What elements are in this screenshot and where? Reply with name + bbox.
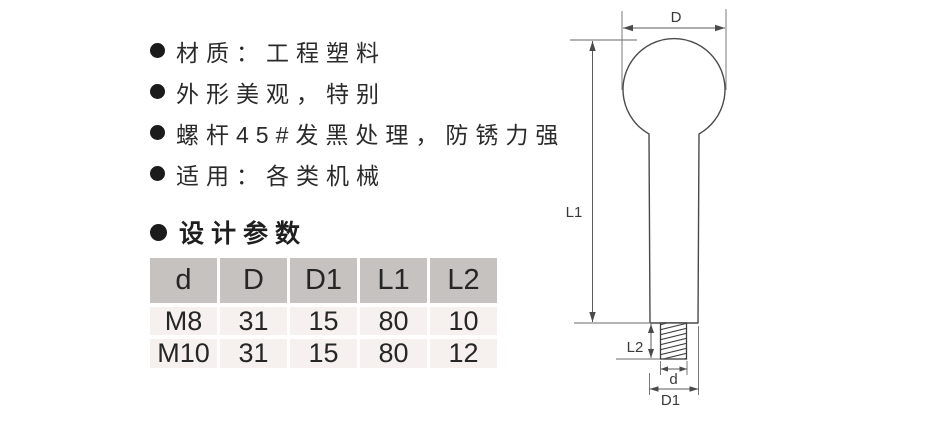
- dimension-L1: L1: [566, 39, 649, 324]
- dimension-L2: L2: [616, 324, 660, 360]
- feature-text: 适用：各类机械: [176, 162, 386, 189]
- table-cell: 10: [430, 306, 497, 336]
- dimension-label-L2: L2: [627, 339, 644, 356]
- bullet-icon: [150, 125, 165, 140]
- table-header-cell: D1: [290, 258, 357, 303]
- table-cell: 31: [220, 306, 287, 336]
- table-cell: M10: [150, 338, 217, 368]
- table-cell: 80: [360, 306, 427, 336]
- feature-item: 适用：各类机械: [150, 153, 565, 194]
- feature-item: 材质：工程塑料: [150, 30, 565, 71]
- table-cell: 31: [220, 338, 287, 368]
- table-cell: 12: [430, 338, 497, 368]
- table-header-cell: d: [150, 258, 217, 303]
- table-cell: 15: [290, 338, 357, 368]
- dimension-label-L1: L1: [566, 204, 583, 221]
- dimension-label-D: D: [671, 9, 682, 26]
- parameters-table: d D D1 L1 L2 M8 31 15 80 10 M10 31 15 80…: [150, 258, 497, 368]
- knob-outline: [622, 37, 726, 324]
- feature-text: 螺杆45#发黑处理，防锈力强: [176, 121, 566, 148]
- feature-list: 材质：工程塑料 外形美观，特别 螺杆45#发黑处理，防锈力强 适用：各类机械: [150, 30, 565, 194]
- table-header-cell: L2: [430, 258, 497, 303]
- dimension-D1: D1: [649, 326, 699, 409]
- bullet-icon: [150, 223, 167, 241]
- feature-item: 螺杆45#发黑处理，防锈力强: [150, 112, 565, 153]
- section-heading: 设计参数: [150, 212, 307, 252]
- section-title: 设计参数: [179, 220, 308, 248]
- table-header-cell: L1: [360, 258, 427, 303]
- dimension-D: D: [621, 9, 727, 90]
- feature-item: 外形美观，特别: [150, 71, 565, 112]
- dimension-label-D1: D1: [661, 392, 680, 409]
- feature-text: 材质：工程塑料: [176, 39, 386, 66]
- table-cell: 80: [360, 338, 427, 368]
- dimension-label-d: d: [669, 371, 677, 388]
- bullet-icon: [150, 166, 165, 181]
- bullet-icon: [150, 43, 165, 58]
- feature-text: 外形美观，特别: [176, 80, 386, 107]
- table-cell: 15: [290, 306, 357, 336]
- bullet-icon: [150, 84, 165, 99]
- table-cell: M8: [150, 306, 217, 336]
- dimension-d: d: [660, 361, 688, 388]
- table-header-cell: D: [220, 258, 287, 303]
- thread-hatch: [661, 323, 686, 359]
